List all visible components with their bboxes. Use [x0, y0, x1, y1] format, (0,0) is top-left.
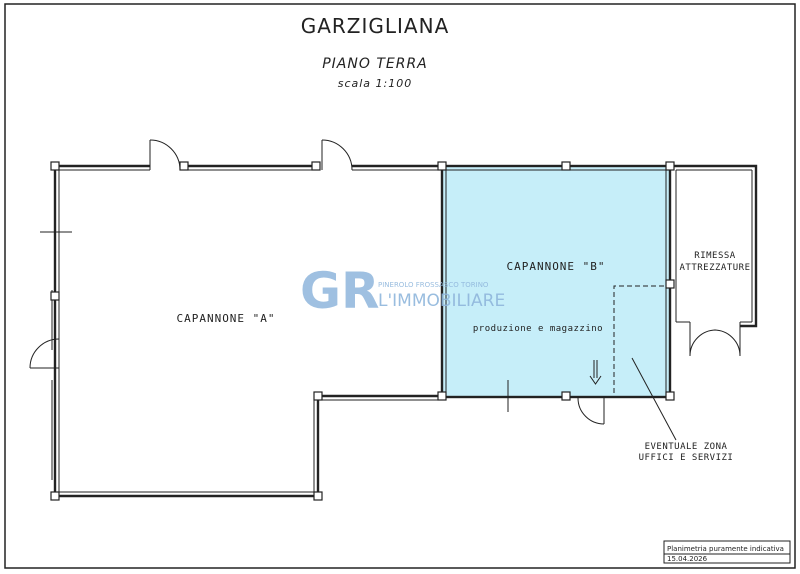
annotation-line-2: UFFICI E SERVIZI: [639, 453, 734, 463]
plan-subtitle: PIANO TERRA: [322, 56, 428, 72]
footer-note-box: Planimetria puramente indicativa 15.04.2…: [663, 540, 791, 564]
door-left: [29, 338, 60, 369]
logo-mark: GR: [300, 262, 380, 320]
label-rimessa-1: RIMESSA: [694, 251, 736, 261]
logo-brand: L'IMMOBILIARE: [378, 291, 505, 311]
down-arrow-icon: [589, 360, 602, 385]
door-top-1: [149, 139, 181, 171]
logo-cities: PINEROLO FROSSASCO TORINO: [378, 281, 489, 289]
sheet-border: [4, 3, 796, 569]
label-capannone-a: CAPANNONE "A": [176, 312, 275, 325]
door-rimessa: [689, 322, 741, 357]
annotation-leader: [631, 357, 677, 441]
office-zone-outline: [613, 285, 670, 393]
capannone-a-walls: [40, 164, 442, 498]
plan-title: GARZIGLIANA: [301, 14, 450, 38]
plan-scale: scala 1:100: [338, 77, 413, 90]
door-top-2: [321, 139, 353, 171]
label-rimessa-2: ATTREZZATURE: [679, 263, 750, 273]
door-bottom: [577, 397, 605, 425]
label-production: produzione e magazzino: [473, 324, 603, 334]
footer-date: 15.04.2026: [667, 555, 708, 563]
rimessa-walls: [670, 164, 758, 328]
watermark-logo: GR PINEROLO FROSSASCO TORINO L'IMMOBILIA…: [300, 262, 505, 320]
annotation-line-1: EVENTUALE ZONA: [645, 442, 728, 452]
footer-note: Planimetria puramente indicativa: [667, 545, 784, 553]
structural-columns: [50, 161, 675, 501]
label-capannone-b: CAPANNONE "B": [506, 260, 605, 273]
